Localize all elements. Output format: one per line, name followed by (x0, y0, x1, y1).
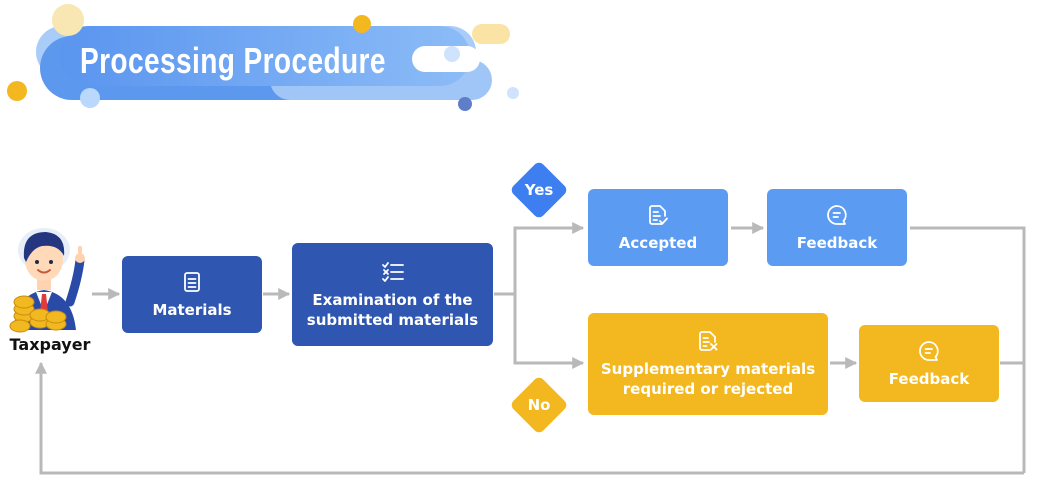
checklist-icon (381, 261, 404, 282)
decision-no-label: No (527, 396, 551, 414)
accepted-label: Accepted (618, 233, 698, 252)
decision-yes: Yes (509, 160, 569, 220)
feedback-accepted-box: Feedback (767, 189, 907, 266)
examination-label: Examination of the submitted materials (306, 290, 479, 329)
materials-label: Materials (152, 300, 232, 319)
decision-no: No (509, 375, 569, 435)
feedback-rejected-label: Feedback (888, 369, 970, 388)
chat-bubble-icon (919, 340, 939, 361)
examination-box: Examination of the submitted materials (292, 243, 493, 346)
feedback-accepted-label: Feedback (796, 233, 878, 252)
taxpayer-illustration (9, 228, 85, 333)
chat-bubble-icon (827, 204, 847, 225)
arrow-examination-to-supplementary (513, 294, 585, 369)
arrow-examination-to-accepted (513, 222, 585, 294)
supplementary-label: Supplementary materials required or reje… (600, 360, 816, 398)
taxpayer-label: Taxpayer (9, 335, 91, 354)
banner-decoration (7, 4, 519, 111)
feedback-rejected-box: Feedback (859, 325, 999, 402)
document-icon (184, 271, 200, 292)
materials-box: Materials (122, 256, 262, 333)
decision-yes-label: Yes (524, 181, 554, 199)
supplementary-box: Supplementary materials required or reje… (588, 313, 828, 415)
connector-feedback-accepted-return (910, 226, 1026, 473)
document-x-icon (699, 331, 718, 351)
page-title: Processing Procedure (80, 40, 386, 81)
document-check-icon (649, 204, 668, 225)
accepted-box: Accepted (588, 189, 728, 266)
arrow-return-to-taxpayer (35, 361, 1024, 475)
